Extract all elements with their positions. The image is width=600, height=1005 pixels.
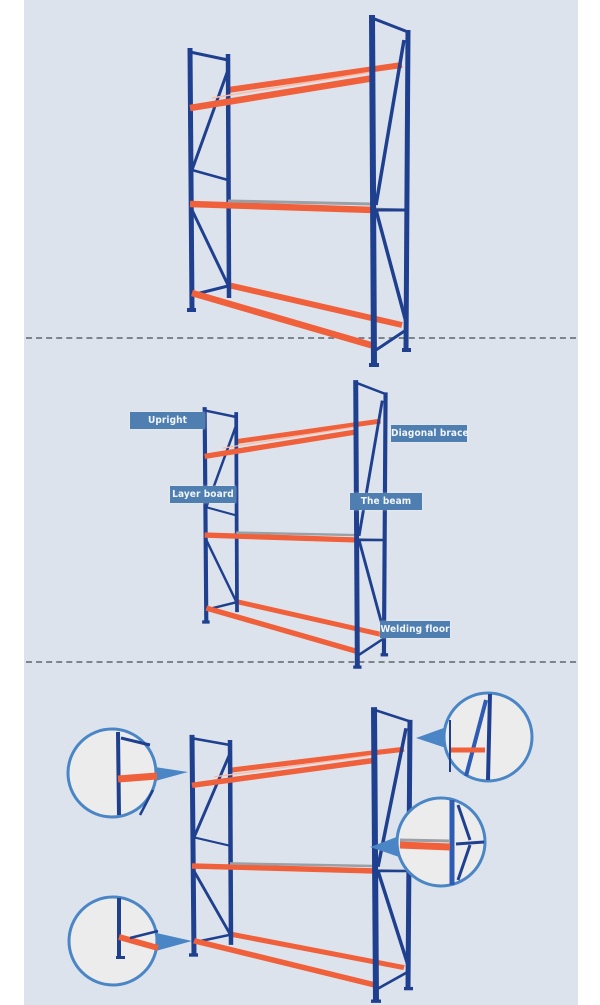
label-layer-board: Layer board	[170, 486, 236, 503]
rack-components	[202, 380, 388, 669]
magnifier-bottom-left	[67, 895, 192, 987]
magnifier-top-left	[66, 727, 188, 819]
label-diagonal-brace: Diagonal brace	[391, 425, 469, 442]
rack-details	[189, 707, 413, 1003]
label-welding-floor: Welding floor	[380, 621, 450, 638]
magnifier-top-right	[416, 691, 534, 783]
magnifier-middle-right	[370, 796, 487, 888]
dashed-separator-1	[26, 337, 576, 339]
label-the-beam: The beam	[350, 493, 422, 510]
dashed-separator-2	[26, 661, 576, 663]
label-upright: Upright	[130, 412, 205, 429]
rack-overview	[187, 15, 411, 367]
